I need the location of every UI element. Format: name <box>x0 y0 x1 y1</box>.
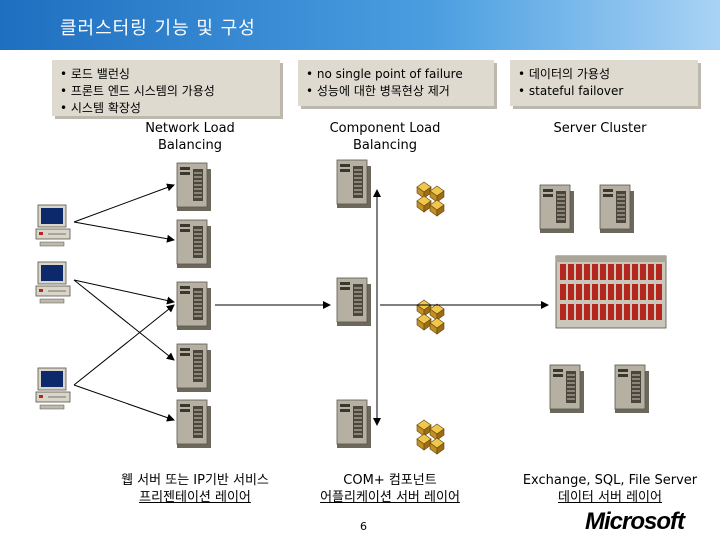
cluster-column-label: Server Cluster <box>520 120 680 137</box>
web-layer-main: 웹 서버 또는 IP기반 서비스 <box>121 473 269 488</box>
com-layer-label: COM+ 컴포넌트 어플리케이션 서버 레이어 <box>295 472 485 506</box>
clb-bullet-1: • no single point of failure <box>306 67 463 81</box>
cluster-bullet-1: • 데이터의 가용성 <box>518 67 610 81</box>
data-layer-label: Exchange, SQL, File Server 데이터 서버 레이어 <box>505 472 715 506</box>
page-title: 클러스터링 기능 및 구성 <box>60 18 256 39</box>
cluster-description-box: • 데이터의 가용성 • stateful failover <box>510 60 698 106</box>
com-server-icon <box>336 399 372 449</box>
web-layer-sub: 프리젠테이션 레이어 <box>139 490 251 505</box>
nlb-bullet-1: • 로드 밸런싱 <box>60 67 130 81</box>
client-pc-icon <box>35 204 71 247</box>
com-server-icon <box>336 159 372 209</box>
clb-label-line-1: Component Load <box>329 121 441 136</box>
clb-description-box: • no single point of failure • 성능에 대한 병목… <box>298 60 494 106</box>
client-to-web-arrows <box>73 183 175 422</box>
microsoft-logo: Microsoft <box>585 508 685 535</box>
nlb-bullet-3: • 시스템 확장성 <box>60 101 141 115</box>
nlb-label-line-1: Network Load <box>145 121 235 136</box>
com-layer-sub: 어플리케이션 서버 레이어 <box>320 490 460 505</box>
com-layer-main: COM+ 컴포넌트 <box>343 473 437 488</box>
component-package-icon <box>416 181 445 217</box>
web-layer-label: 웹 서버 또는 IP기반 서비스 프리젠테이션 레이어 <box>95 472 295 506</box>
nlb-bullet-2: • 프론트 엔드 시스템의 가용성 <box>60 84 215 98</box>
client-pc-icon <box>35 261 71 304</box>
cluster-server-icon <box>549 364 585 414</box>
web-server-icon <box>176 281 212 331</box>
cluster-server-icon <box>539 184 575 234</box>
cluster-label-line-1: Server Cluster <box>553 121 647 136</box>
nlb-description-box: • 로드 밸런싱 • 프론트 엔드 시스템의 가용성 • 시스템 확장성 <box>52 60 280 116</box>
storage-array-icon <box>555 255 667 329</box>
web-server-icon <box>176 162 212 212</box>
cluster-server-icon <box>614 364 650 414</box>
web-server-icon <box>176 343 212 393</box>
cluster-bullet-2: • stateful failover <box>518 84 624 98</box>
cluster-server-icon <box>599 184 635 234</box>
web-server-icon <box>176 219 212 269</box>
data-layer-main: Exchange, SQL, File Server <box>522 473 698 488</box>
nlb-label-line-2: Balancing <box>158 138 222 153</box>
web-server-icon <box>176 399 212 449</box>
client-pc-icon <box>35 367 71 410</box>
title-bar: 클러스터링 기능 및 구성 <box>0 0 720 50</box>
nlb-column-label: Network Load Balancing <box>120 120 260 154</box>
data-layer-sub: 데이터 서버 레이어 <box>558 490 662 505</box>
com-server-icon <box>336 277 372 327</box>
clb-bullet-2: • 성능에 대한 병목현상 제거 <box>306 84 450 98</box>
clb-label-line-2: Balancing <box>353 138 417 153</box>
page-number: 6 <box>360 520 367 533</box>
clb-column-label: Component Load Balancing <box>310 120 460 154</box>
component-package-icon <box>416 419 445 455</box>
